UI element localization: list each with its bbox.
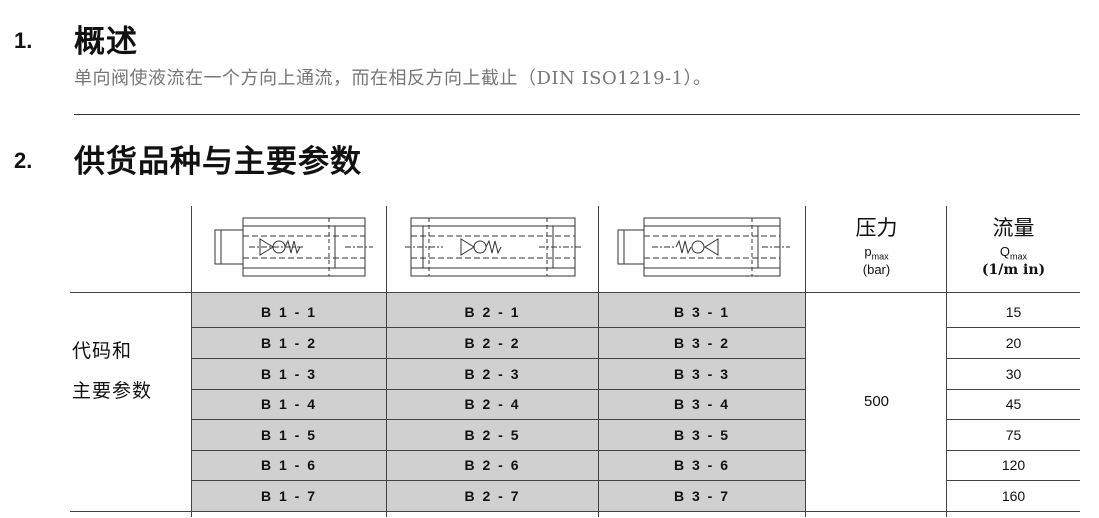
table-row-line bbox=[947, 327, 1080, 328]
code-b1: B 1 - 1 bbox=[260, 304, 317, 320]
flow-value: 15 bbox=[1005, 304, 1022, 320]
table-vline bbox=[946, 206, 947, 517]
code-b1: B 1 - 2 bbox=[260, 335, 317, 351]
section-1-number: 1. bbox=[14, 28, 33, 53]
flow-value: 20 bbox=[1005, 335, 1022, 351]
code-b3: B 3 - 5 bbox=[673, 427, 730, 443]
table-row-line bbox=[947, 389, 1080, 390]
code-b3: B 3 - 4 bbox=[673, 396, 730, 412]
row-label-line-2: 主要参数 bbox=[72, 380, 153, 402]
flow-value: 75 bbox=[1005, 427, 1022, 443]
code-b3: B 3 - 7 bbox=[673, 488, 730, 504]
table-row-line bbox=[192, 480, 805, 481]
code-b1: B 1 - 5 bbox=[260, 427, 317, 443]
code-b2: B 2 - 4 bbox=[464, 396, 521, 412]
row-label-line-1: 代码和 bbox=[72, 340, 133, 362]
table-header-line bbox=[70, 292, 1080, 293]
flow-header-label: 流量 bbox=[992, 216, 1035, 240]
table-row-line bbox=[947, 419, 1080, 420]
flow-value: 30 bbox=[1005, 366, 1022, 382]
flow-header-unit: (1/m in) bbox=[981, 261, 1046, 278]
flow-header-symbol: Qmax bbox=[999, 244, 1028, 262]
pressure-value: 500 bbox=[863, 393, 890, 410]
code-b3: B 3 - 6 bbox=[673, 457, 730, 473]
code-area-background bbox=[192, 293, 805, 511]
table-row-line bbox=[192, 327, 805, 328]
table-vline bbox=[386, 206, 387, 517]
table-row-line bbox=[947, 358, 1080, 359]
section-1-description: 单向阀使液流在一个方向上通流，而在相反方向上截止（DIN ISO1219-1）。 bbox=[74, 68, 712, 89]
table-bottom-line bbox=[70, 511, 1080, 512]
code-b2: B 2 - 2 bbox=[464, 335, 521, 351]
valve-b1-drawing bbox=[214, 217, 373, 277]
code-b3: B 3 - 1 bbox=[673, 304, 730, 320]
table-row-line bbox=[947, 480, 1080, 481]
code-b2: B 2 - 3 bbox=[464, 366, 521, 382]
table-vline bbox=[191, 206, 192, 517]
pressure-header-symbol: pmax bbox=[864, 244, 889, 262]
code-b1: B 1 - 4 bbox=[260, 396, 317, 412]
code-b2: B 2 - 5 bbox=[464, 427, 521, 443]
table-row-line bbox=[192, 389, 805, 390]
pressure-header-label: 压力 bbox=[855, 216, 898, 240]
table-vline bbox=[805, 206, 806, 517]
pressure-header: 压力 pmax (bar) bbox=[806, 212, 947, 277]
pressure-header-unit: (bar) bbox=[862, 261, 891, 277]
flow-value: 45 bbox=[1005, 396, 1022, 412]
flow-header: 流量 Qmax (1/m in) bbox=[947, 212, 1080, 278]
table-row-line bbox=[192, 450, 805, 451]
section-1-title: 概述 bbox=[74, 24, 138, 60]
table-vline bbox=[598, 206, 599, 517]
valve-b2-drawing bbox=[405, 217, 581, 277]
flow-value: 120 bbox=[1001, 457, 1026, 473]
table-row-line bbox=[192, 358, 805, 359]
table-row-line bbox=[947, 450, 1080, 451]
code-b2: B 2 - 6 bbox=[464, 457, 521, 473]
table-row-line bbox=[192, 419, 805, 420]
flow-value: 160 bbox=[1001, 488, 1026, 504]
section-divider bbox=[74, 114, 1080, 115]
code-b2: B 2 - 7 bbox=[464, 488, 521, 504]
code-b1: B 1 - 3 bbox=[260, 366, 317, 382]
code-b3: B 3 - 2 bbox=[673, 335, 730, 351]
section-2-title: 供货品种与主要参数 bbox=[74, 144, 362, 180]
code-b2: B 2 - 1 bbox=[464, 304, 521, 320]
code-b1: B 1 - 6 bbox=[260, 457, 317, 473]
valve-b3-drawing bbox=[617, 217, 790, 277]
section-2-number: 2. bbox=[14, 148, 33, 173]
code-b3: B 3 - 3 bbox=[673, 366, 730, 382]
code-b1: B 1 - 7 bbox=[260, 488, 317, 504]
